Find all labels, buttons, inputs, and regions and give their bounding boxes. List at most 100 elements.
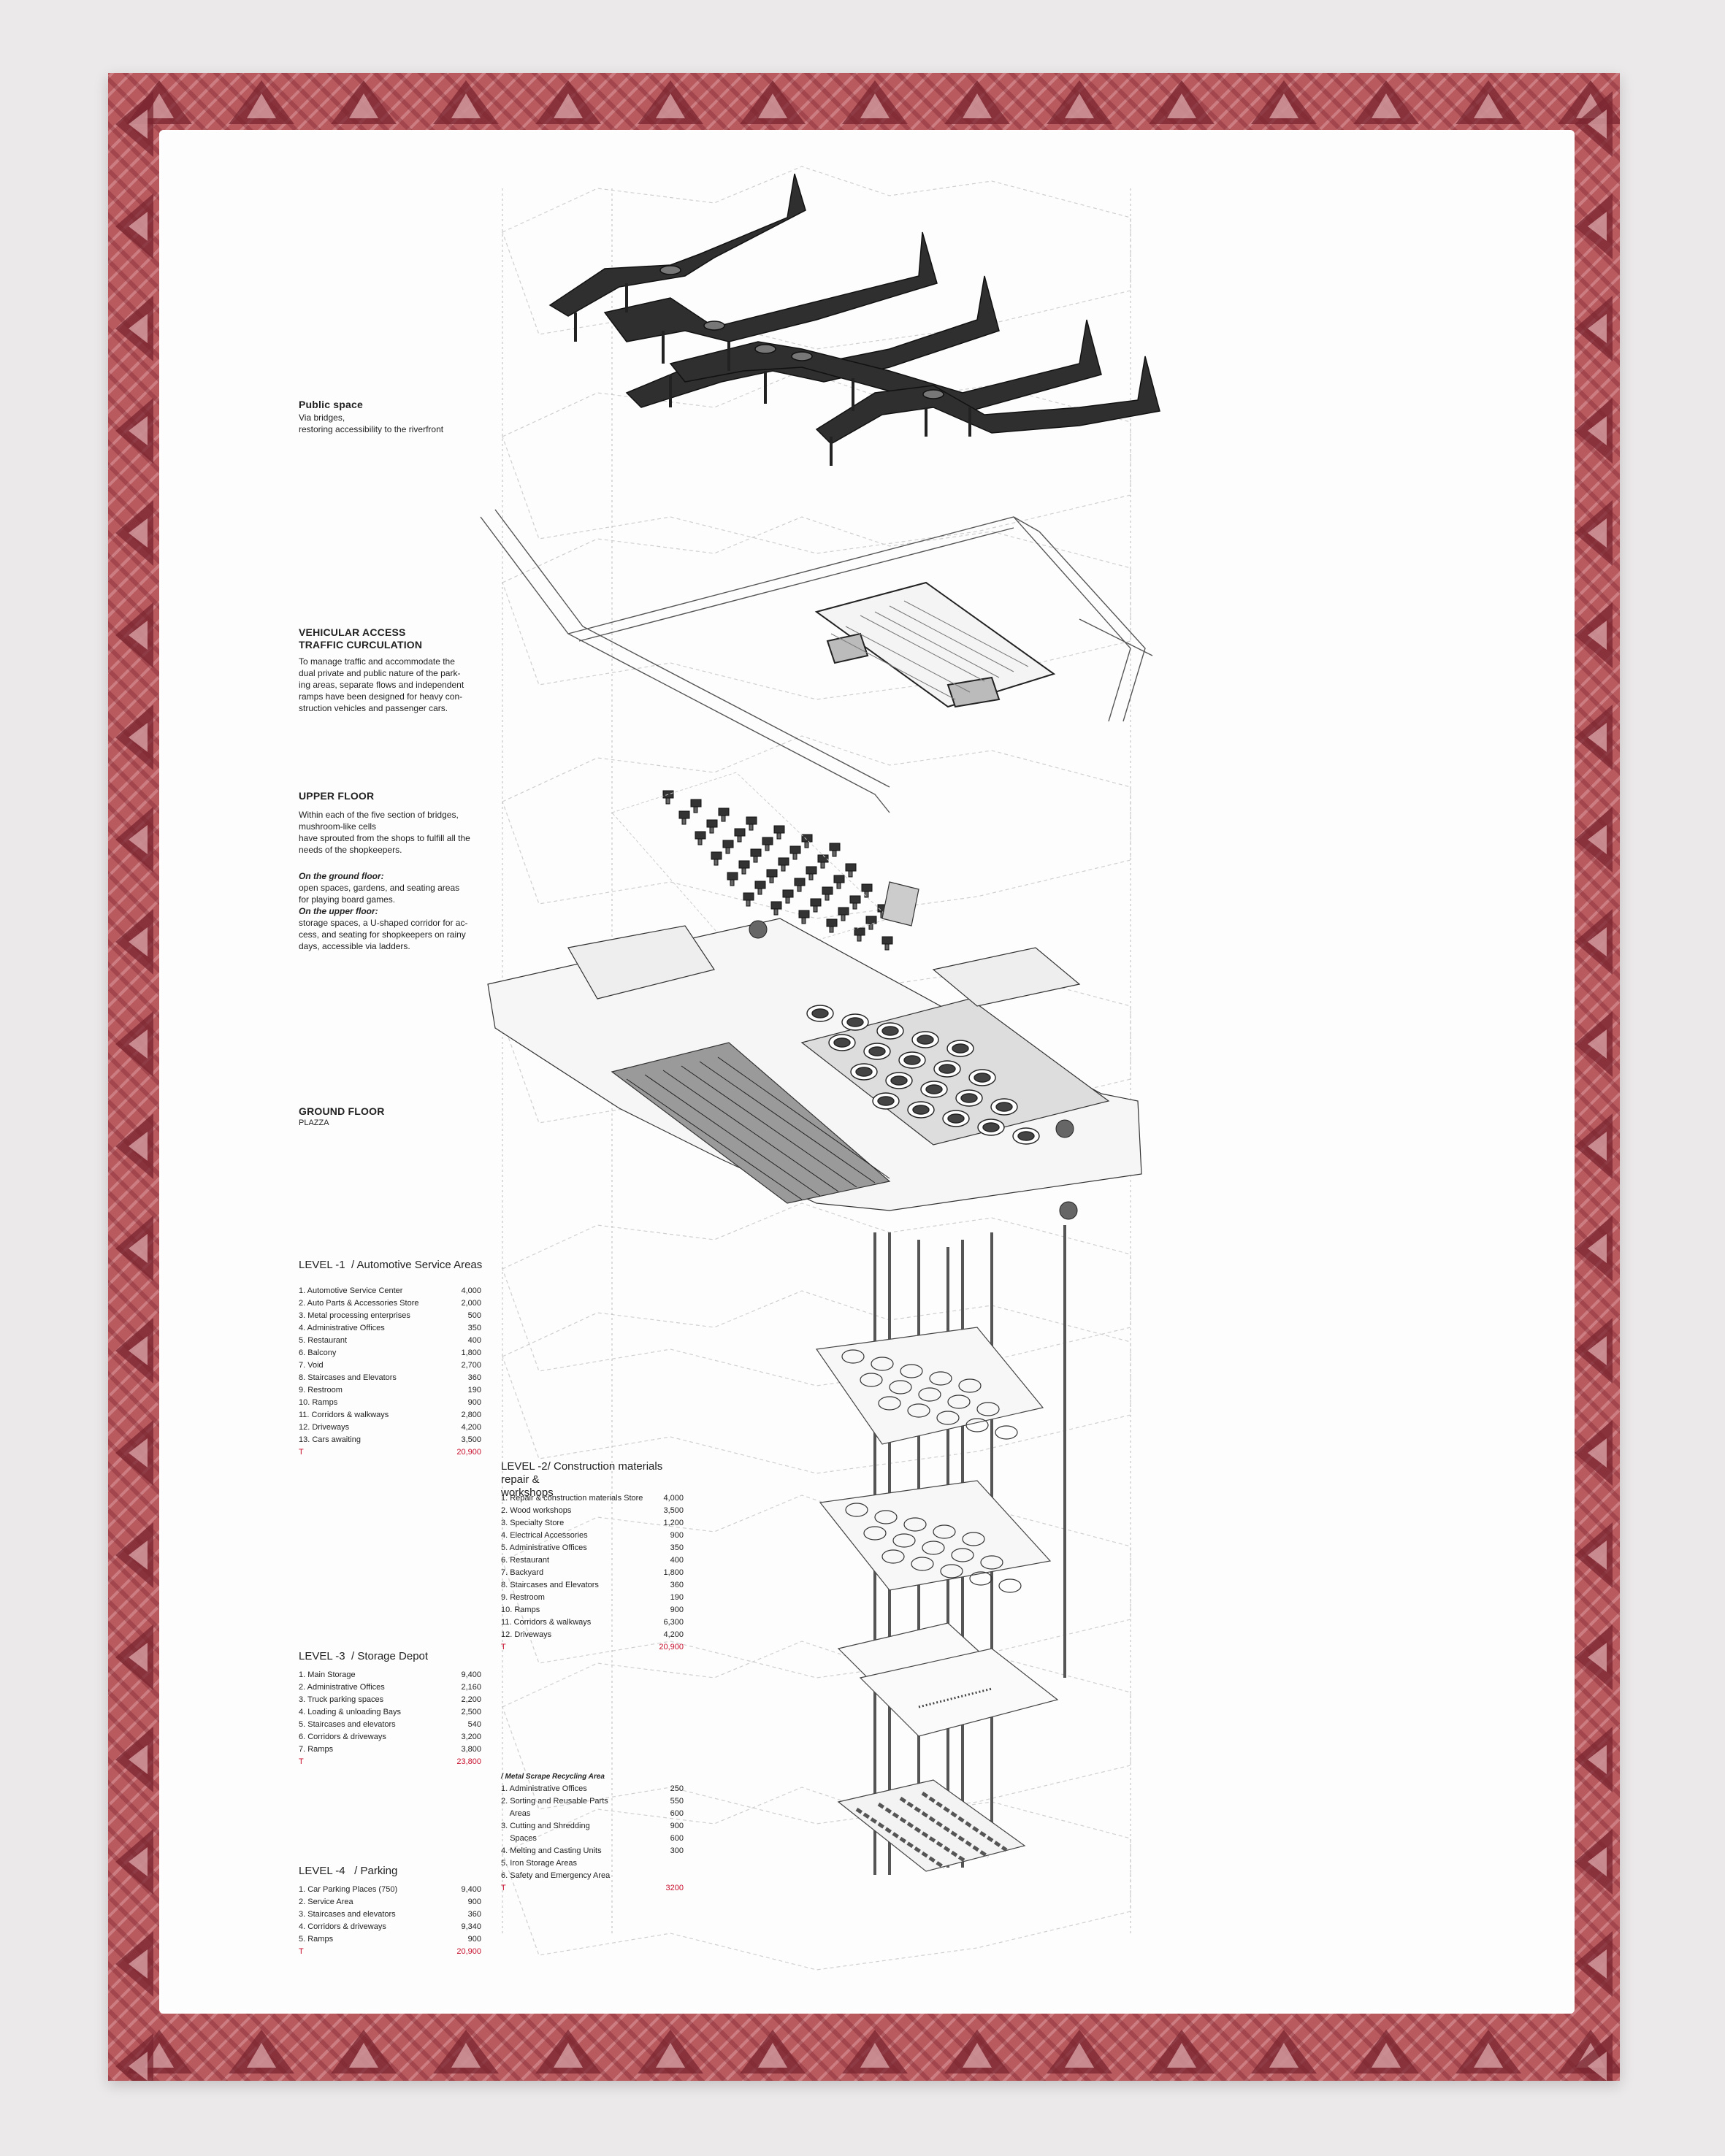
schedule-item-name: 2. Auto Parts & Accessories Store: [299, 1299, 419, 1308]
schedule-item-value: 550 600: [670, 1797, 684, 1818]
schedule-item-name: 7. Void: [299, 1361, 324, 1370]
plaza-courtyard-core: [974, 1073, 991, 1083]
mushroom-cell: [782, 889, 794, 898]
schedule-total-value: 20,900: [456, 1448, 481, 1457]
schedule-item-name: 4. Melting and Casting Units: [501, 1846, 602, 1855]
poster-sheet: Public space Via bridges, restoring acce…: [159, 130, 1575, 2014]
mushroom-cell-stem: [820, 862, 825, 869]
ghost-contour: [502, 1641, 1131, 1825]
schedule-item-value: 3,500: [663, 1506, 684, 1515]
frame-pattern-svg: [126, 2030, 1620, 2073]
schedule-total-label: T: [299, 1757, 304, 1766]
mushroom-cell-stem: [765, 844, 770, 851]
mushroom-cell: [845, 863, 857, 872]
frame-diamond-inner: [1588, 110, 1607, 139]
schedule-item-value: 900: [670, 1606, 684, 1614]
frame-diamond-inner: [247, 93, 276, 118]
plaza-courtyard-core: [917, 1035, 934, 1045]
mushroom-cell: [817, 854, 829, 863]
schedule-row: 1. Car Parking Places (750)9,400: [299, 1884, 481, 1896]
frame-pattern-bottom: [108, 2022, 1620, 2081]
level-2-subtitle: / Construction materials repair & worksh…: [501, 1460, 663, 1499]
schedule-row: 6. Safety and Emergency Area: [501, 1870, 684, 1882]
plaza-courtyard-core: [877, 1096, 895, 1106]
mushroom-cell-stem: [808, 873, 814, 881]
mushroom-cell-stem: [757, 888, 762, 895]
mushroom-cell: [690, 799, 702, 807]
level-3-title: LEVEL -3: [299, 1650, 345, 1662]
vehicular-text: To manage traffic and accommodate the du…: [299, 656, 464, 713]
schedule-item-value: 2,800: [461, 1411, 481, 1419]
mushroom-cell: [798, 910, 810, 918]
frame-diamond-inner: [1065, 93, 1094, 118]
schedule-item-name: 2. Wood workshops: [501, 1506, 572, 1515]
plaza-courtyard-core: [995, 1102, 1013, 1112]
plaza-courtyard-core: [1017, 1131, 1035, 1141]
mushroom-cell-stem: [741, 867, 746, 875]
schedule-item-name: 6. Safety and Emergency Area: [501, 1871, 611, 1880]
mushroom-cell: [833, 875, 845, 883]
mushroom-cell-stem: [746, 899, 751, 907]
frame-diamond-inner: [129, 1643, 148, 1672]
road-network-layer: [480, 509, 1153, 813]
frame-diamond-inner: [129, 927, 148, 956]
frame-diamond-inner: [1588, 1132, 1607, 1161]
mushroom-cell: [750, 848, 762, 857]
frame-diamond-inner: [129, 1336, 148, 1365]
mushroom-cell-stem: [730, 879, 735, 886]
ghost-contour: [502, 735, 1131, 919]
mushroom-cell-stem: [797, 885, 802, 892]
mushroom-cell-stem: [665, 797, 670, 805]
level-courtyard: [900, 1364, 923, 1378]
schedule-item-name: 3. Specialty Store: [501, 1519, 565, 1527]
bridge-columns: [574, 283, 971, 466]
schedule-item-value: 400: [467, 1336, 481, 1345]
upper-floor-label: On the upper floor:: [299, 906, 378, 916]
frame-diamond-inner: [1588, 1438, 1607, 1468]
frame-pattern-svg: [1575, 91, 1613, 2081]
schedule-item-value: 1,800: [461, 1349, 481, 1357]
ghost-contour: [502, 166, 1131, 350]
mushroom-cell-stem: [801, 917, 806, 924]
level-courtyard: [881, 1549, 905, 1564]
level-courtyard: [958, 1378, 982, 1393]
frame-diamond-inner: [1372, 93, 1401, 118]
schedule-item-value: [658, 1870, 684, 1882]
level-2-schedule: 1. Repair & construction materials Store…: [501, 1492, 684, 1654]
mushroom-cell-stem: [737, 835, 742, 843]
schedule-item-value: 3,200: [461, 1733, 481, 1741]
ghost-contour: [502, 1495, 1131, 1679]
schedule-item-value: 900: [670, 1531, 684, 1540]
mushroom-cell: [734, 828, 746, 837]
schedule-item-name: 4. Corridors & driveways: [299, 1922, 386, 1931]
schedule-item-value: 3,500: [461, 1435, 481, 1444]
frame-diamond-inner: [129, 2052, 148, 2081]
schedule-item-value: 900 600: [670, 1822, 684, 1843]
mushroom-cell-stem: [868, 923, 873, 930]
frame-diamond: [1575, 2033, 1613, 2081]
level-courtyard: [965, 1418, 989, 1432]
mushroom-cell: [706, 819, 718, 828]
parking-deck: [814, 581, 1056, 708]
schedule-item-value: 9,400: [461, 1885, 481, 1894]
level-courtyard: [911, 1557, 934, 1571]
level-courtyard: [951, 1548, 974, 1562]
level-1-courtyards: [841, 1349, 1018, 1440]
frame-diamond-inner: [1588, 1541, 1607, 1570]
